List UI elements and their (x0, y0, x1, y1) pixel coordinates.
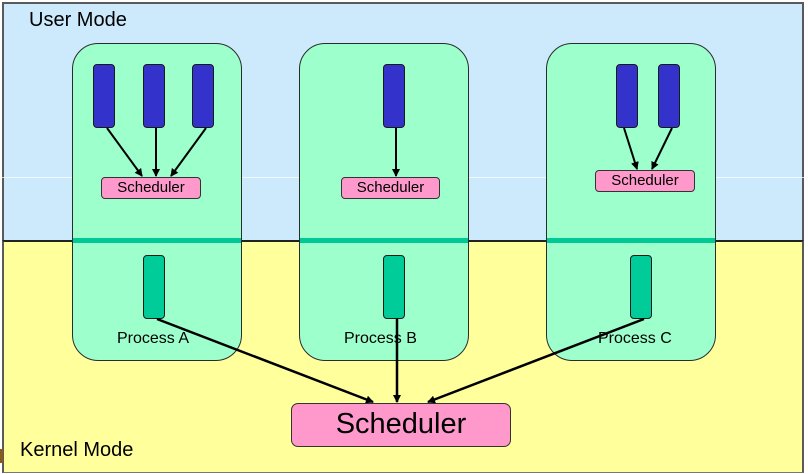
edge-artifact (0, 449, 3, 463)
user-thread (93, 64, 115, 128)
kernel-thread (630, 255, 652, 319)
process-c-scheduler: Scheduler (595, 170, 695, 192)
process-b-scheduler: Scheduler (341, 177, 440, 199)
mode-boundary-line (547, 238, 715, 243)
user-thread (143, 64, 165, 128)
user-mode-label: User Mode (29, 9, 127, 31)
kernel-thread (143, 255, 165, 319)
process-a-scheduler: Scheduler (101, 177, 201, 199)
mode-boundary-line (73, 238, 241, 243)
user-thread (383, 64, 405, 128)
process-b-label: Process B (344, 330, 417, 347)
kernel-mode-label: Kernel Mode (20, 439, 134, 461)
kernel-scheduler: Scheduler (291, 403, 511, 447)
user-thread (192, 64, 214, 128)
process-c-label: Process C (598, 330, 672, 347)
kernel-thread (383, 255, 405, 319)
user-thread (616, 64, 638, 128)
process-a-label: Process A (117, 330, 190, 347)
mode-boundary-line (300, 238, 468, 243)
user-thread (658, 64, 680, 128)
